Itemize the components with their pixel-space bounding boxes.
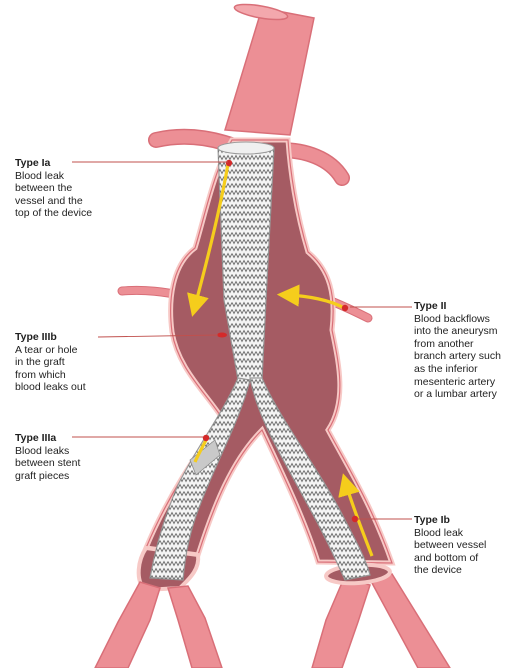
label-type-ii: Type II Blood backflows into the aneurys… <box>414 300 501 401</box>
label-type-ia-title: Type Ia <box>15 157 92 170</box>
label-type-ii-desc: Blood backflows into the aneurysm from a… <box>414 313 501 401</box>
label-type-iiia-title: Type IIIa <box>15 432 80 445</box>
label-type-iiib-title: Type IIIb <box>15 331 86 344</box>
label-type-ib-title: Type Ib <box>414 514 486 527</box>
label-type-ia-desc: Blood leak between the vessel and the to… <box>15 170 92 220</box>
label-type-ia: Type Ia Blood leak between the vessel an… <box>15 157 92 220</box>
aorta-upper <box>225 1 314 135</box>
label-type-ib: Type Ib Blood leak between vessel and bo… <box>414 514 486 577</box>
right-iliac-artery <box>312 563 450 668</box>
label-type-iiib: Type IIIb A tear or hole in the graft fr… <box>15 331 86 394</box>
label-type-iiia: Type IIIa Blood leaks between stent graf… <box>15 432 80 482</box>
label-type-ib-desc: Blood leak between vessel and bottom of … <box>414 527 486 577</box>
label-type-iiib-desc: A tear or hole in the graft from which b… <box>15 344 86 394</box>
label-type-iiia-desc: Blood leaks between stent graft pieces <box>15 445 80 483</box>
label-type-ii-title: Type II <box>414 300 501 313</box>
